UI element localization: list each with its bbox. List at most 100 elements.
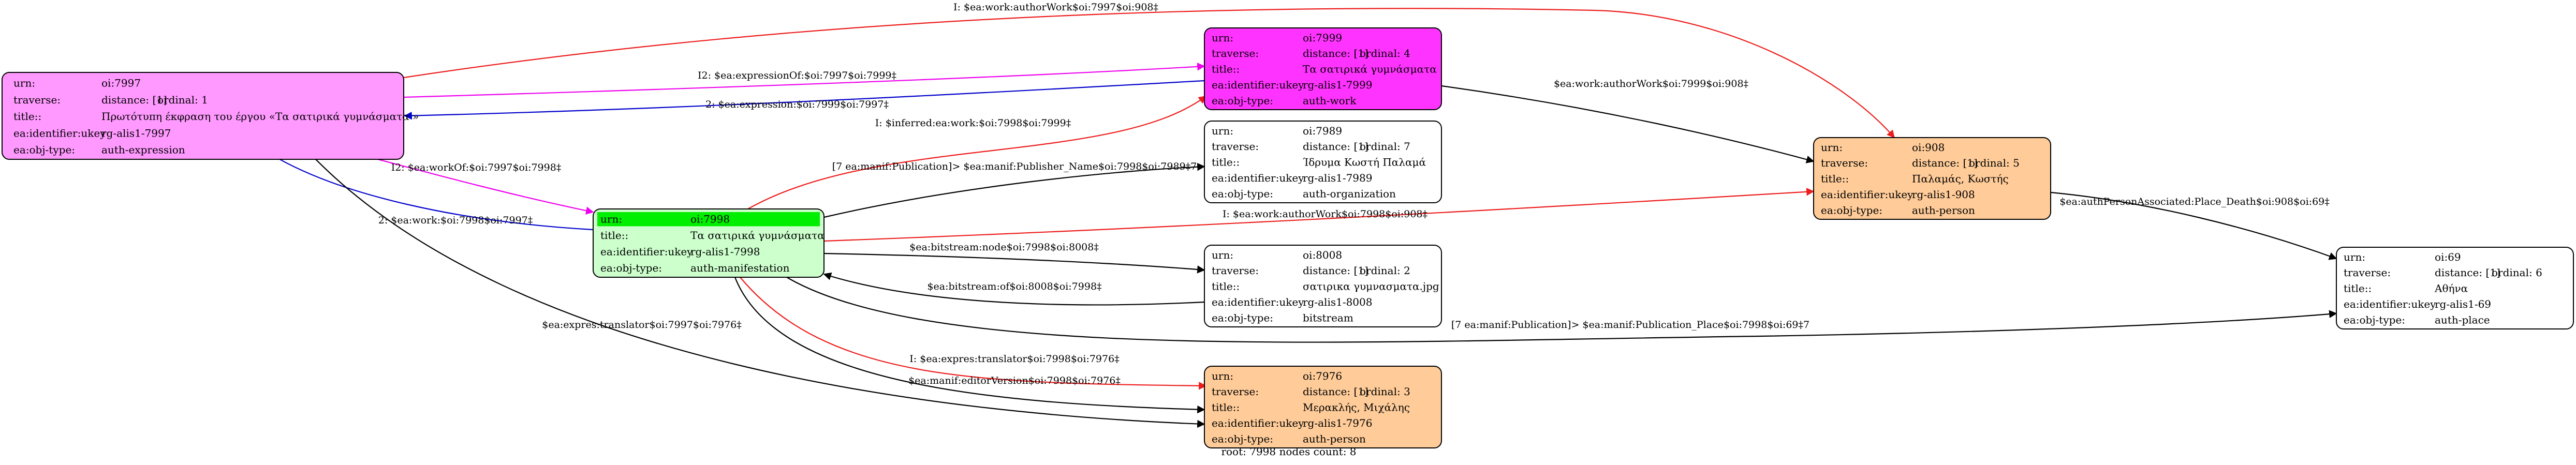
node-field-value: auth-person [1912, 204, 1975, 216]
node-field-value: rg-alis1-908 [1912, 188, 1975, 201]
edge: 2: $ea:expression:$oi:7999$oi:7997‡ [404, 80, 1205, 120]
edge: I2: $ea:workOf:$oi:7997$oi:7998‡ [362, 154, 594, 215]
node-field-key: traverse: [1212, 385, 1259, 398]
node-field-key: ea:obj-type: [1212, 94, 1273, 107]
edge-label: $ea:authPersonAssociated:Place_Death$oi:… [2059, 196, 2330, 207]
edge-label: [7 ea:manif:Publication]> $ea:manif:Publ… [1451, 319, 1809, 331]
node-field-value: Ίδρυμα Κωστή Παλαμά [1303, 156, 1426, 169]
node-field-value: rg-alis1-7989 [1303, 172, 1372, 184]
node-field-key: title:: [1212, 401, 1240, 414]
node-field-key: traverse: [1821, 157, 1868, 169]
node-field-key: urn: [1212, 370, 1233, 382]
edge-label: I: $ea:expres:translator$oi:7998$oi:7976… [909, 353, 1119, 365]
node-field-value: rg-alis1-69 [2435, 298, 2491, 310]
node-field-key: title:: [1821, 173, 1849, 185]
node-field-key: ea:identifier:ukey [1821, 188, 1913, 201]
node-box [2, 72, 404, 160]
node-field-value: Τα σατιρικά γυμνάσματα [1303, 63, 1437, 76]
node-field-value: auth-person [1303, 432, 1366, 445]
edge-label: $ea:bitstream:node$oi:7998$oi:8008‡ [909, 242, 1099, 253]
node-field-value: Πρωτότυπη έκφραση του έργου «Τα σατιρικά… [101, 110, 419, 123]
node-field-key: title:: [1212, 280, 1240, 293]
node-field-extra: ordinal: 7 [1360, 140, 1410, 153]
node-field-key: traverse: [1212, 140, 1259, 153]
node-field-key: traverse: [1212, 47, 1259, 59]
edge: I: $inferred:ea:work:$oi:7998$oi:7999‡ [747, 96, 1207, 209]
edge: I: $ea:work:authorWork$oi:7997$oi:908‡ [403, 2, 1895, 139]
edge-label: $ea:work:authorWork$oi:7999$oi:908‡ [1554, 78, 1748, 89]
edge: $ea:expres:translator$oi:7997$oi:7976‡ [315, 159, 1205, 428]
node-field-value: oi:7976 [1303, 370, 1342, 382]
edge-line [403, 8, 1895, 139]
node-field-key: ea:identifier:ukey [1212, 172, 1304, 184]
node-field-value: auth-work [1303, 94, 1357, 107]
node-field-value: rg-alis1-7999 [1303, 79, 1372, 91]
edge-line [403, 63, 1205, 98]
node-field-value: distance: [1] [1303, 47, 1368, 59]
node-box [2336, 247, 2574, 329]
node-field-value: bitstream [1303, 311, 1353, 324]
edge-label: $ea:expres:translator$oi:7997$oi:7976‡ [542, 319, 741, 331]
node-field-value: auth-organization [1303, 187, 1396, 200]
edge-label: I: $ea:work:authorWork$oi:7997$oi:908‡ [953, 2, 1158, 13]
edge: [7 ea:manif:Publication]> $ea:manif:Publ… [823, 161, 1205, 218]
node-field-value: Παλαμάς, Κωστής [1912, 173, 2009, 185]
node-field-value: auth-manifestation [690, 262, 790, 274]
graph-footer: root: 7998 nodes count: 8 [1221, 445, 1356, 458]
node-field-extra: ordinal: 5 [1969, 157, 2020, 169]
node-field-key: ea:identifier:ukey [1212, 79, 1304, 91]
node-field-key: urn: [2344, 251, 2365, 263]
edge-line [315, 159, 1205, 428]
node-field-value: Τα σατιρικά γυμνάσματα [690, 229, 825, 242]
edge: [7 ea:manif:Publication]> $ea:manif:Publ… [786, 277, 2337, 343]
node-field-key: ea:identifier:ukey [2344, 298, 2436, 310]
node-box [1813, 137, 2051, 220]
node-field-value: oi:7989 [1303, 125, 1342, 137]
node-field-key: ea:obj-type: [2344, 313, 2405, 326]
node-field-extra: ordinal: 6 [2492, 266, 2542, 279]
edge-line [747, 96, 1207, 209]
node-field-key: ea:identifier:ukey [1212, 296, 1304, 308]
node-field-key: urn: [1821, 141, 1843, 154]
edge: 2: $ea:work:$oi:7998$oi:7997‡ [263, 149, 594, 231]
edge-label: I: $inferred:ea:work:$oi:7998$oi:7999‡ [875, 117, 1071, 129]
node-field-extra: ordinal: 2 [1360, 264, 1410, 277]
edge-label: I2: $ea:workOf:$oi:7997$oi:7998‡ [391, 162, 562, 173]
node-field-value: rg-alis1-7998 [690, 246, 760, 258]
node-field-key: urn: [13, 77, 35, 89]
node-field-value: rg-alis1-8008 [1303, 296, 1372, 308]
edge-label: [7 ea:manif:Publication]> $ea:manif:Publ… [832, 161, 1197, 172]
edge-label: $ea:manif:editorVersion$oi:7998$oi:7976‡ [908, 375, 1121, 386]
node-field-value: oi:8008 [1303, 249, 1342, 261]
node-field-key: urn: [1212, 32, 1233, 44]
node-field-key: title:: [600, 229, 628, 242]
node-field-value: auth-place [2435, 313, 2490, 326]
edge-label: 2: $ea:expression:$oi:7999$oi:7997‡ [705, 99, 889, 110]
node-field-key: ea:obj-type: [600, 262, 662, 274]
node-field-value: rg-alis1-7997 [101, 127, 171, 139]
node-field-value: distance: [1] [1303, 264, 1368, 277]
node-box [1204, 121, 1442, 203]
edge-label: I: $ea:work:authorWork$oi:7998$oi:908‡ [1223, 208, 1427, 220]
edge-line [2050, 191, 2337, 260]
node-box [1204, 366, 1442, 448]
edges-layer: I: $ea:work:authorWork$oi:7997$oi:908‡ I2… [263, 2, 2337, 428]
edge: $ea:manif:editorVersion$oi:7998$oi:7976‡ [734, 277, 1205, 414]
node-field-key: title:: [13, 110, 41, 123]
root-highlight [597, 212, 820, 227]
node-field-key: ea:identifier:ukey [1212, 417, 1304, 429]
edge: I: $ea:expres:translator$oi:7998$oi:7976… [740, 277, 1207, 390]
edge-line [823, 252, 1205, 274]
node-field-value: distance: [1] [2435, 266, 2500, 279]
edge-line [823, 272, 1205, 306]
